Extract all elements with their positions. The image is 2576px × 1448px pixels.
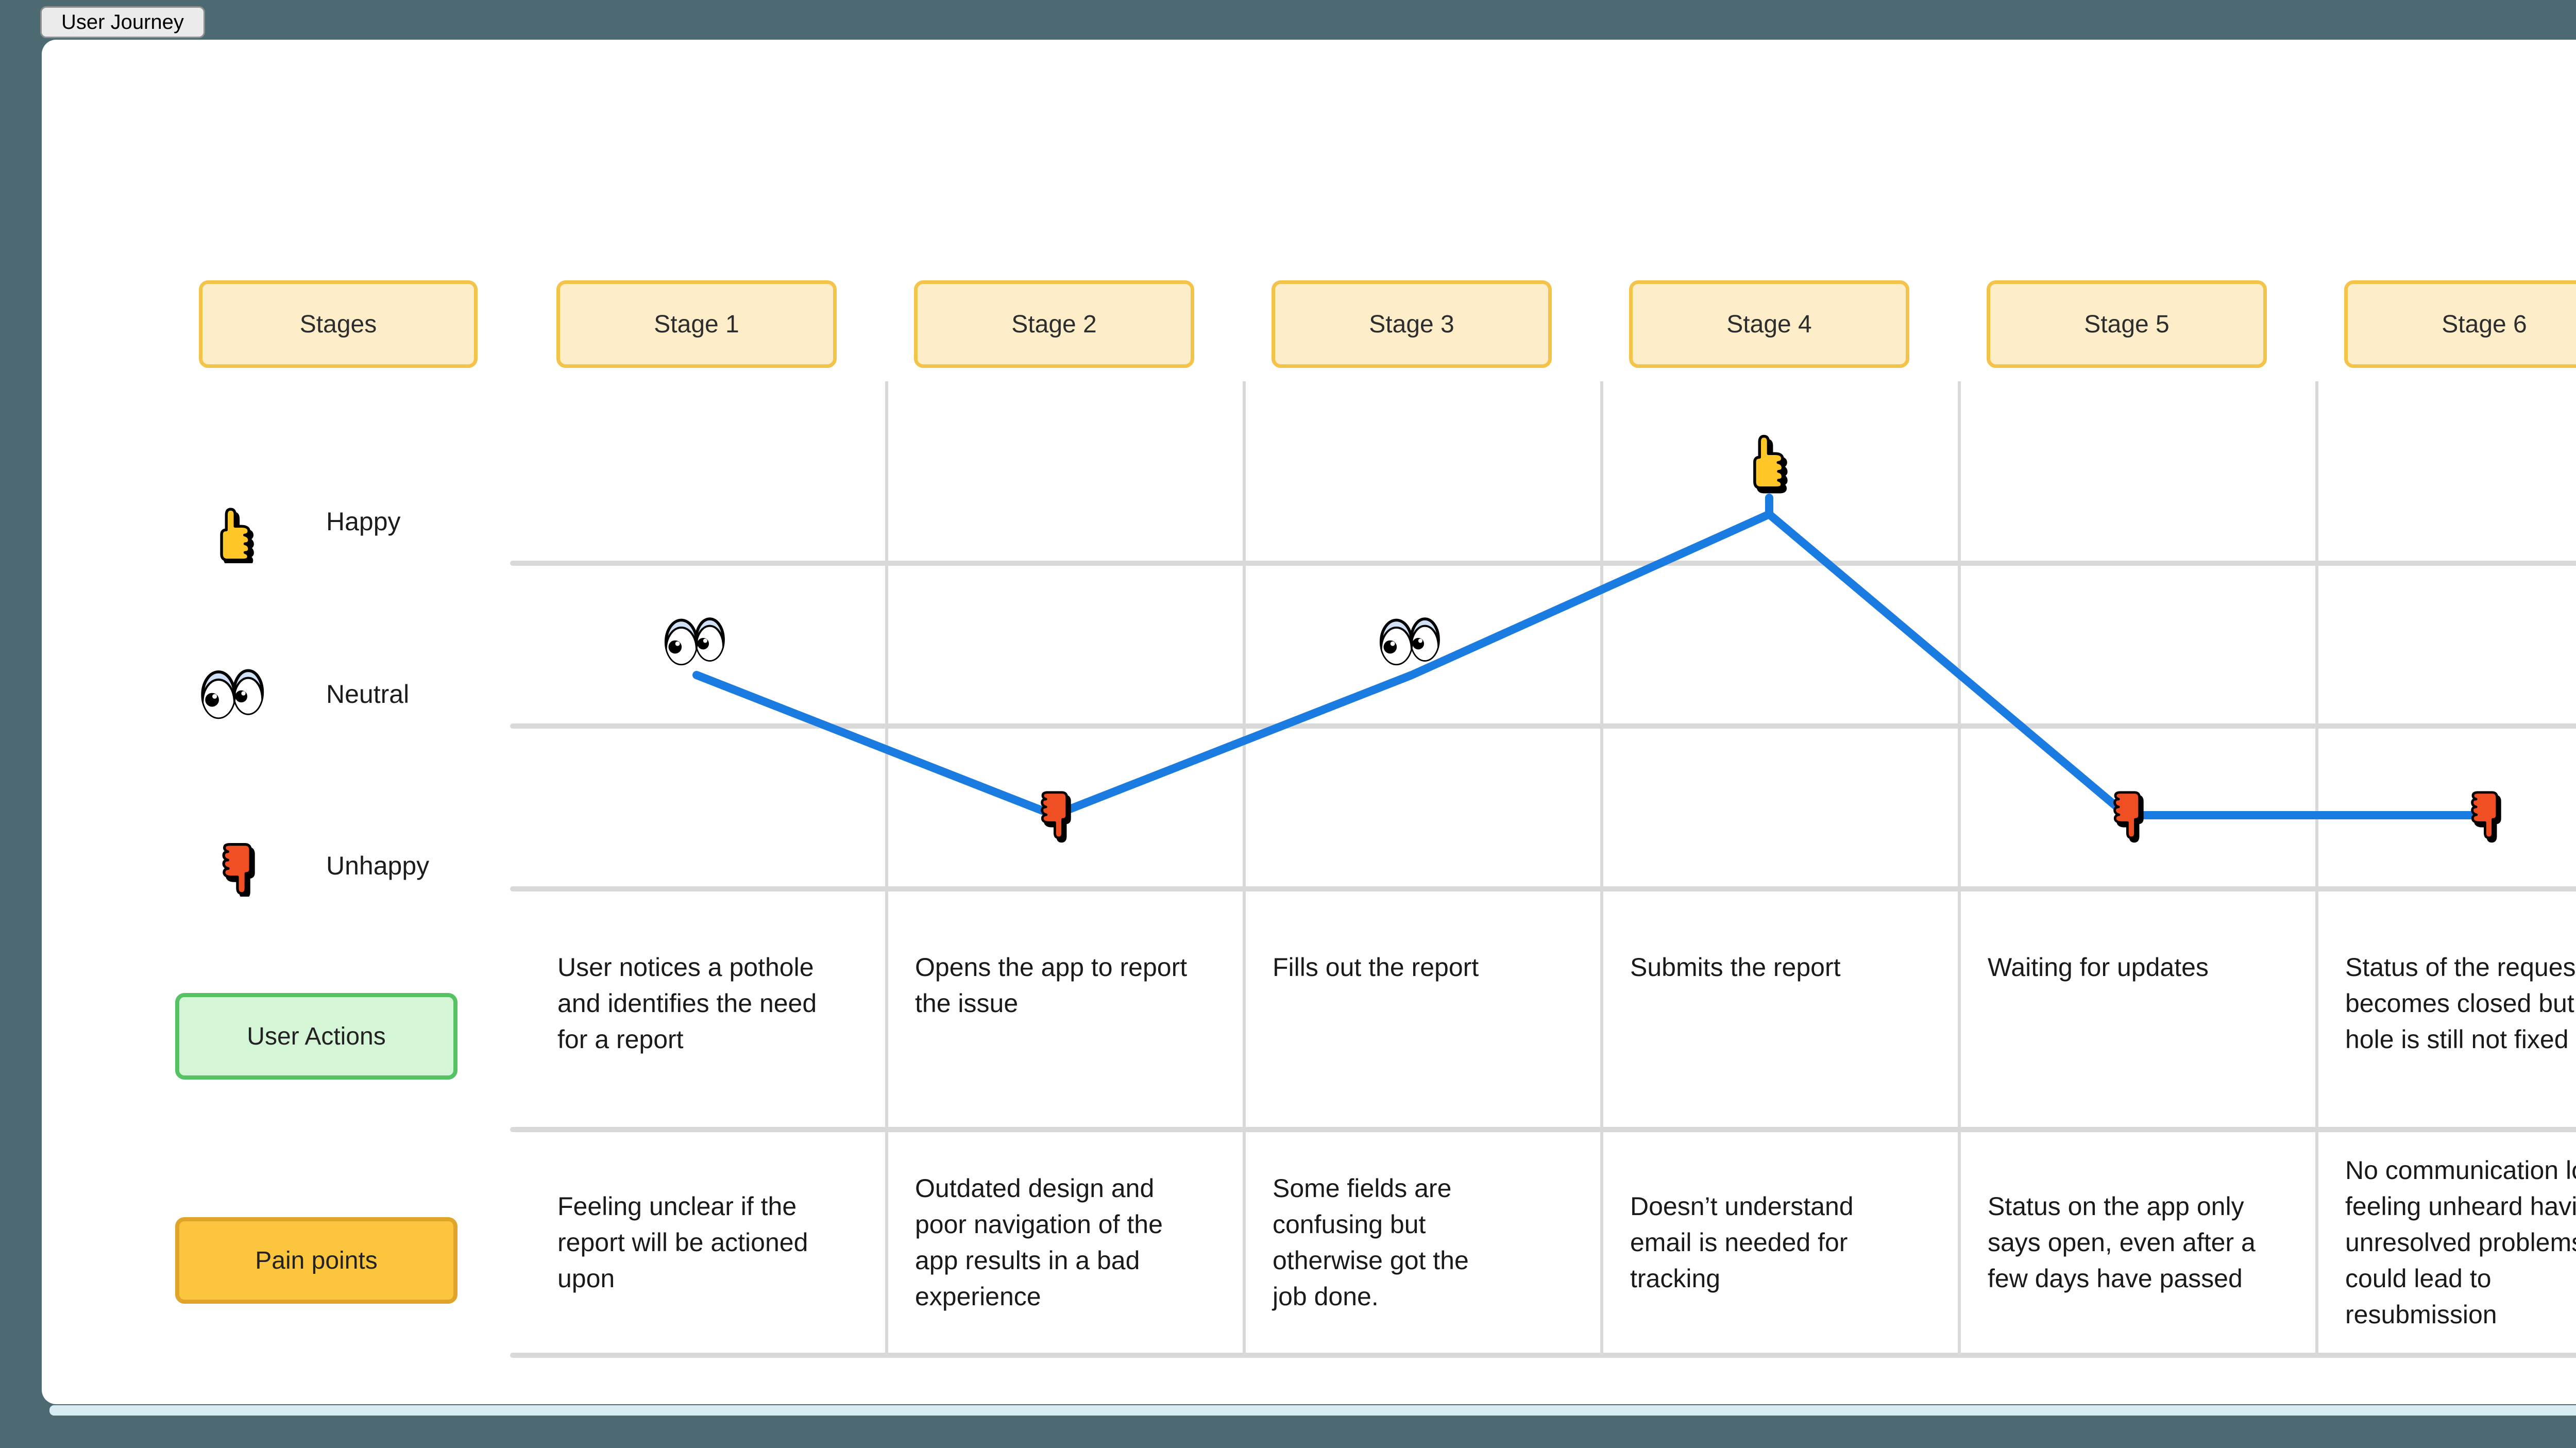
pain-point-stage-3[interactable]: Some fields are confusing but otherwise … — [1273, 1130, 1559, 1355]
pain-point-text: Doesn’t understand email is needed for t… — [1630, 1192, 1854, 1293]
pain-point-stage-5[interactable]: Status on the app only says open, even a… — [1988, 1130, 2274, 1355]
user-action-stage-5[interactable]: Waiting for updates — [1988, 953, 2209, 982]
user-action-stage-6[interactable]: Status of the request becomes closed but… — [2345, 953, 2576, 1054]
stage-1-header-box[interactable]: Stage 1 — [556, 280, 837, 368]
stages-header-box[interactable]: Stages — [199, 280, 478, 368]
stages-header-label: Stages — [299, 310, 377, 338]
emotion-markers[interactable] — [666, 436, 2500, 841]
pain-point-stage-4[interactable]: Doesn’t understand email is needed for t… — [1630, 1130, 1917, 1355]
journey-line-group[interactable] — [692, 494, 2488, 819]
pain-point-text: Some fields are confusing but otherwise … — [1273, 1174, 1469, 1311]
grid-lines — [510, 381, 2576, 1358]
user-actions-box[interactable]: User Actions — [175, 993, 457, 1080]
stage-2-label: Stage 2 — [1011, 310, 1097, 338]
pain-point-stage-6[interactable]: No communication loop; feeling unheard h… — [2345, 1130, 2576, 1355]
legend-thumbs-up-icon[interactable] — [201, 496, 260, 563]
stage-1-label: Stage 1 — [654, 310, 739, 338]
pain-point-stage-2[interactable]: Outdated design and poor navigation of t… — [915, 1130, 1201, 1355]
user-action-stage-4[interactable]: Submits the report — [1630, 953, 1841, 982]
pain-point-text: Outdated design and poor navigation of t… — [915, 1174, 1163, 1311]
pain-points-box[interactable]: Pain points — [175, 1217, 457, 1304]
user-action-stage-3[interactable]: Fills out the report — [1273, 953, 1479, 982]
pain-points-label: Pain points — [255, 1247, 378, 1274]
stage-4-label: Stage 4 — [1726, 310, 1812, 338]
user-action-stage-2[interactable]: Opens the app to report the issue — [915, 953, 1188, 1018]
stage-3-label: Stage 3 — [1369, 310, 1454, 338]
stage-1-eyes-icon[interactable] — [666, 619, 723, 671]
stage-2-header-box[interactable]: Stage 2 — [914, 280, 1194, 368]
stage-5-header-box[interactable]: Stage 5 — [1987, 280, 2267, 368]
stage-4-header-box[interactable]: Stage 4 — [1629, 280, 1909, 368]
stage-5-label: Stage 5 — [2084, 310, 2170, 338]
pain-point-text: No communication loop; feeling unheard h… — [2345, 1156, 2576, 1329]
stage-2-thumbs-down-icon[interactable] — [1042, 793, 1070, 841]
horizontal-scrollbar[interactable] — [49, 1405, 2576, 1416]
user-action-stage-1[interactable]: User notices a pothole and identifies th… — [557, 953, 817, 1054]
stage-6-thumbs-down-icon[interactable] — [2472, 793, 2500, 841]
stage-6-header-box[interactable]: Stage 6 — [2344, 280, 2576, 368]
legend-unhappy-label: Unhappy — [326, 851, 430, 880]
user-actions-label: User Actions — [247, 1022, 386, 1050]
stage-4-thumbs-up-icon[interactable] — [1755, 436, 1786, 492]
journey-line[interactable] — [692, 510, 2488, 819]
legend-eyes-icon[interactable] — [193, 659, 271, 723]
pain-point-text: Status on the app only says open, even a… — [1988, 1192, 2256, 1293]
legend-happy-label: Happy — [326, 507, 401, 536]
stage-6-label: Stage 6 — [2442, 310, 2527, 338]
tab-title: User Journey — [61, 10, 184, 33]
stage-5-thumbs-down-icon[interactable] — [2115, 793, 2143, 841]
pain-point-stage-1[interactable]: Feeling unclear if the report will be ac… — [557, 1130, 844, 1355]
tab-user-journey[interactable]: User Journey — [40, 6, 205, 38]
legend-neutral-label: Neutral — [326, 680, 410, 709]
stage-3-header-box[interactable]: Stage 3 — [1272, 280, 1552, 368]
legend-thumbs-down-icon[interactable] — [203, 831, 260, 897]
whiteboard-canvas[interactable] — [42, 40, 2576, 1404]
pain-point-text: Feeling unclear if the report will be ac… — [557, 1192, 808, 1293]
